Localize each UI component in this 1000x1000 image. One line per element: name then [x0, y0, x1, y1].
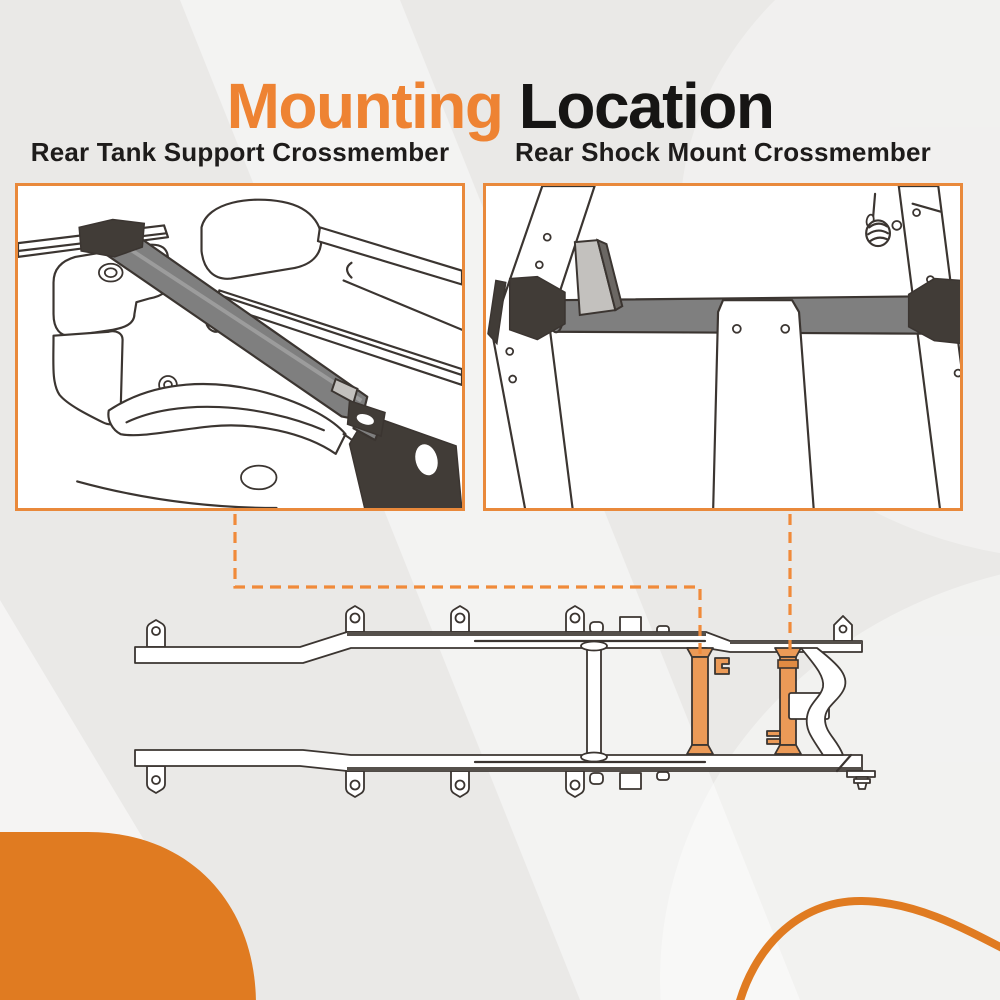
wavy-rear-crossmember: [800, 647, 847, 756]
spare-well-hump: [200, 198, 323, 280]
right-panel-label: Rear Shock Mount Crossmember: [515, 137, 931, 167]
frame-rail-bottom: [134, 749, 876, 798]
fuel-tank-lower: [52, 330, 124, 426]
tube-end-bracket-left: [508, 275, 566, 341]
mid-crossmember: [580, 640, 608, 763]
page-title: Mounting Location: [0, 69, 1000, 142]
rear-tank-support-panel: [15, 183, 465, 511]
frame-rail-left: [490, 186, 596, 508]
hitch-detail: [835, 753, 876, 790]
corner-curve-orange: [736, 896, 1000, 1000]
truck-frame-top-view-drawing: [134, 605, 876, 798]
wheel-arch-channel: [107, 382, 347, 455]
frame-rail-top: [134, 605, 863, 664]
plate-oval-hole: [415, 444, 438, 476]
rear-shock-mount-panel: [483, 183, 963, 511]
shock-mount-wedge-side: [596, 238, 624, 312]
floor-oval-hole: [240, 464, 278, 491]
hook-detail-2: [345, 261, 353, 279]
bed-rail-right: [316, 226, 462, 286]
strap-end-bracket: [78, 218, 146, 258]
tube-end-bracket-right: [907, 277, 960, 345]
dark-floor-plate: [348, 413, 462, 508]
corner-blob-orange: [0, 832, 256, 1000]
title-rest: Location: [518, 69, 775, 142]
spring-hook-detail: [865, 192, 903, 248]
rear-shock-mount-crossmember-drawing: [487, 186, 960, 508]
rear-tank-support-crossmember-drawing: [18, 198, 462, 508]
left-panel-label: Rear Tank Support Crossmember: [30, 137, 450, 167]
title-highlight: Mounting: [226, 69, 504, 142]
frame-rail-right: [897, 186, 960, 508]
rear-tank-support-crossmember-highlight: [686, 647, 730, 755]
center-plate: [712, 299, 815, 508]
